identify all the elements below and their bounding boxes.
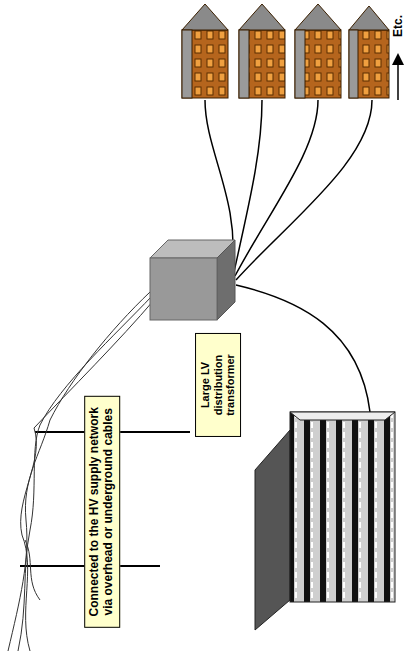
continuation-label: Etc. <box>391 15 405 37</box>
box-text: Large LV distribution transformer <box>199 340 237 430</box>
box-text: Connected to the HV supply network via o… <box>88 403 116 621</box>
label-box: Connected to the HV supply network via o… <box>84 396 120 628</box>
label-box: Large LV distribution transformer <box>195 333 241 437</box>
